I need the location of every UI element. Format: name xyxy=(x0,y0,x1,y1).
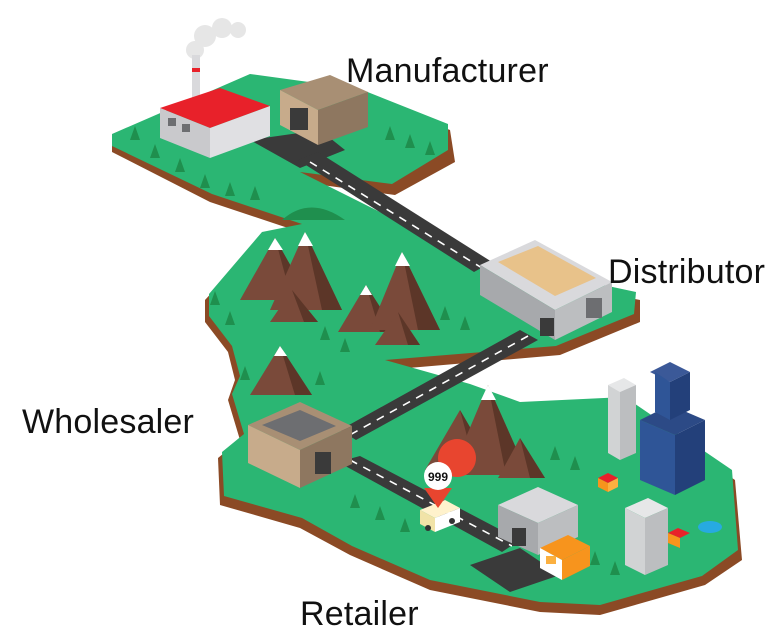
label-manufacturer: Manufacturer xyxy=(346,52,549,90)
tree-icon xyxy=(570,456,580,470)
mountain-icon xyxy=(250,346,312,395)
tree-icon xyxy=(200,174,210,188)
price-pin-label: 999 xyxy=(428,470,448,484)
tree-icon xyxy=(405,134,415,148)
truck-icon xyxy=(420,500,460,532)
label-retailer: Retailer xyxy=(300,595,419,633)
factory-icon xyxy=(160,18,368,158)
tree-icon xyxy=(240,366,250,380)
tree-icon xyxy=(130,126,140,140)
tree-icon xyxy=(250,186,260,200)
tree-icon xyxy=(175,158,185,172)
label-distributor: Distributor xyxy=(608,253,766,291)
mountain-icon xyxy=(375,312,420,345)
tree-icon xyxy=(550,446,560,460)
tree-icon xyxy=(385,126,395,140)
tree-icon xyxy=(400,518,410,532)
green-hill xyxy=(282,207,345,220)
tree-icon xyxy=(425,141,435,155)
retail-warehouse-icon xyxy=(498,487,578,555)
mountains xyxy=(240,207,545,478)
tree-icon xyxy=(350,494,360,508)
trees xyxy=(130,126,620,575)
skyscraper-icon xyxy=(598,362,722,575)
smoke-cloud xyxy=(186,18,246,59)
road-segment xyxy=(340,330,538,440)
mountain-icon xyxy=(498,438,545,478)
road-segment xyxy=(298,152,492,272)
price-pin-icon: 999 xyxy=(424,439,476,508)
mountain-icon xyxy=(270,290,318,322)
shop-icon xyxy=(540,535,590,580)
road-marking xyxy=(347,335,529,437)
tree-icon xyxy=(375,506,385,520)
label-wholesaler: Wholesaler xyxy=(22,403,195,441)
warehouse-icon xyxy=(480,240,612,340)
road-marking xyxy=(309,161,483,269)
factory-chimney xyxy=(192,55,200,100)
road-segment xyxy=(470,548,560,592)
tree-icon xyxy=(590,551,600,565)
road-network xyxy=(250,130,560,592)
tree-icon xyxy=(440,306,450,320)
wholesaler-building-icon xyxy=(248,402,352,488)
tree-icon xyxy=(315,371,325,385)
tree-icon xyxy=(210,291,220,305)
tree-icon xyxy=(610,561,620,575)
road-markings xyxy=(309,161,529,547)
tree-icon xyxy=(340,338,350,352)
tree-icon xyxy=(225,311,235,325)
mountain-icon xyxy=(370,252,440,330)
road-marking xyxy=(349,459,513,547)
tree-icon xyxy=(150,144,160,158)
tree-icon xyxy=(225,182,235,196)
tree-icon xyxy=(460,316,470,330)
tree-icon xyxy=(320,326,330,340)
mountain-icon xyxy=(270,232,342,310)
road-segment xyxy=(338,456,520,552)
